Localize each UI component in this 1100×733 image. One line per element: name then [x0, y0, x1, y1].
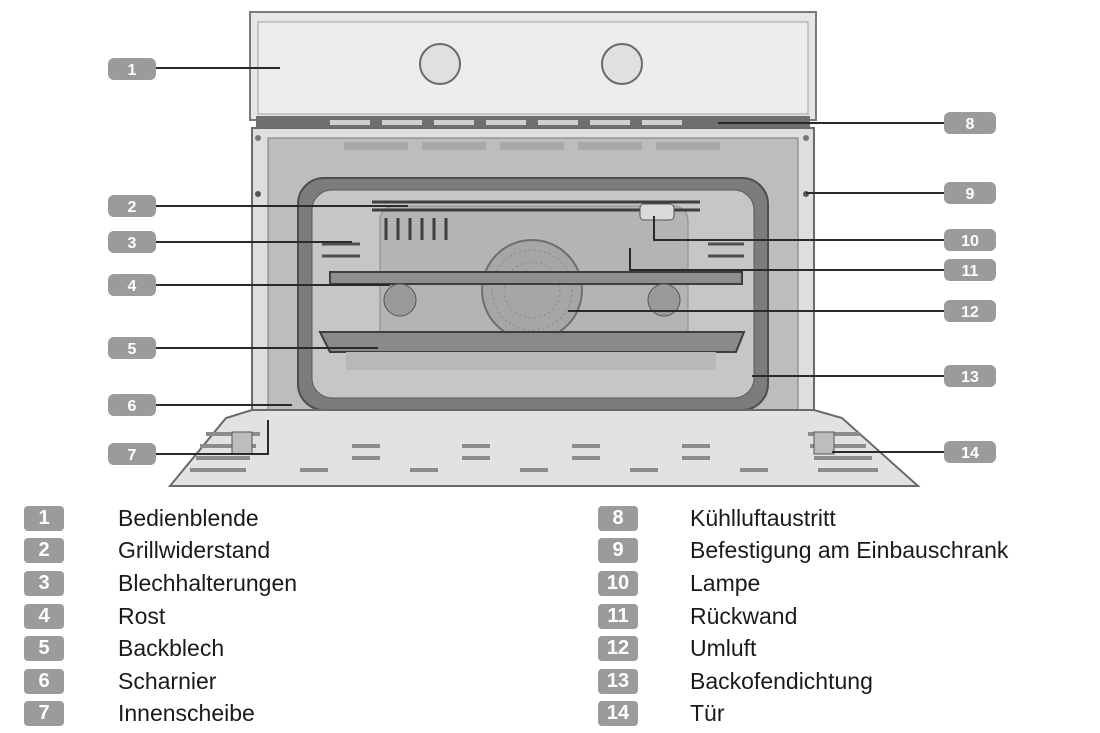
- legend-number: 5: [24, 636, 64, 662]
- callout-badge-3: 3: [108, 231, 156, 253]
- fan-cover: [481, 239, 583, 341]
- legend-label: Backblech: [118, 635, 225, 662]
- legend-label: Kühlluftaustritt: [690, 504, 836, 531]
- legend-label: Lampe: [690, 569, 761, 596]
- hinge-right: [813, 431, 835, 455]
- callout-badge-8: 8: [944, 112, 996, 134]
- leader-lines: [156, 67, 944, 455]
- svg-text:9: 9: [966, 186, 975, 203]
- legend-item-2: 2 Grillwiderstand: [24, 535, 544, 568]
- legend-number: 9: [598, 538, 638, 564]
- svg-text:1: 1: [128, 62, 137, 79]
- oven-diagram: 1 2 3 4 5 6 7 8 9 10 11 12 13 14: [108, 11, 996, 487]
- legend-item-1: 1 Bedienblende: [24, 502, 544, 535]
- svg-text:8: 8: [966, 116, 975, 133]
- legend-number: 2: [24, 538, 64, 564]
- legend-right-column: 8 Kühlluftaustritt 9 Befestigung am Einbau…: [598, 502, 1100, 730]
- baking-tray: [318, 331, 746, 353]
- legend-number: 10: [598, 570, 638, 596]
- legend-number: 7: [24, 701, 64, 727]
- callout-badge-2: 2: [108, 195, 156, 217]
- legend-label: Blechhalterungen: [118, 569, 298, 596]
- legend-item-7: 7 Innenscheibe: [24, 698, 544, 731]
- legend-number: 1: [24, 505, 64, 531]
- knob-right: [601, 43, 643, 85]
- legend-number: 4: [24, 603, 64, 629]
- rack: [329, 271, 743, 285]
- svg-text:2: 2: [128, 199, 137, 216]
- legend-number: 8: [598, 505, 638, 531]
- svg-text:13: 13: [961, 369, 979, 386]
- svg-text:4: 4: [128, 278, 137, 295]
- legend-label: Backofendichtung: [690, 667, 873, 694]
- svg-text:7: 7: [128, 447, 137, 464]
- legend-label: Innenscheibe: [118, 700, 255, 727]
- callout-badge-11: 11: [944, 259, 996, 281]
- callout-badge-5: 5: [108, 337, 156, 359]
- callout-badge-4: 4: [108, 274, 156, 296]
- legend-label: Scharnier: [118, 667, 217, 694]
- legend-number: 12: [598, 636, 638, 662]
- grill-element: [372, 200, 700, 240]
- callout-badge-10: 10: [944, 229, 996, 251]
- svg-text:12: 12: [961, 304, 979, 321]
- svg-text:6: 6: [128, 398, 137, 415]
- svg-text:11: 11: [962, 263, 979, 280]
- callout-badge-14: 14: [944, 441, 996, 463]
- legend-item-5: 5 Backblech: [24, 632, 544, 665]
- legend-number: 6: [24, 668, 64, 694]
- lamp: [639, 203, 675, 221]
- legend-number: 13: [598, 668, 638, 694]
- svg-text:5: 5: [128, 341, 137, 358]
- legend-label: Bedienblende: [118, 504, 259, 531]
- svg-text:10: 10: [961, 233, 979, 250]
- callout-badge-1: 1: [108, 58, 156, 80]
- legend-label: Rückwand: [690, 602, 798, 629]
- oven-illustration: [167, 11, 921, 487]
- svg-text:3: 3: [128, 235, 137, 252]
- legend-label: Befestigung am Einbauschrank: [690, 537, 1009, 564]
- legend-left-column: 1 Bedienblende 2 Grillwiderstand 3 Blechhal…: [24, 502, 544, 730]
- legend-number: 14: [598, 701, 638, 727]
- hinge-left: [231, 431, 253, 455]
- legend-item-8: 8 Kühlluftaustritt: [598, 502, 1100, 535]
- legend-item-4: 4 Rost: [24, 600, 544, 633]
- legend-label: Rost: [118, 602, 166, 629]
- callout-badge-7: 7: [108, 443, 156, 465]
- legend-item-10: 10 Lampe: [598, 567, 1100, 600]
- legend-item-12: 12 Umluft: [598, 632, 1100, 665]
- legend-label: Grillwiderstand: [118, 537, 271, 564]
- oven-door: [167, 409, 921, 487]
- callout-badge-13: 13: [944, 365, 996, 387]
- legend-item-13: 13 Backofendichtung: [598, 665, 1100, 698]
- legend-number: 11: [598, 603, 638, 629]
- legend-item-11: 11 Rückwand: [598, 600, 1100, 633]
- svg-text:14: 14: [961, 445, 979, 462]
- knob-left: [419, 43, 461, 85]
- legend-item-9: 9 Befestigung am Einbauschrank: [598, 535, 1100, 568]
- legend-item-3: 3 Blechhalterungen: [24, 567, 544, 600]
- legend-item-6: 6 Scharnier: [24, 665, 544, 698]
- callout-badge-6: 6: [108, 394, 156, 416]
- cooling-vent: [256, 116, 810, 130]
- legend-item-14: 14 Tür: [598, 698, 1100, 731]
- callout-badge-9: 9: [944, 182, 996, 204]
- callout-badge-12: 12: [944, 300, 996, 322]
- legend-label: Tür: [690, 700, 725, 727]
- legend-number: 3: [24, 570, 64, 596]
- legend-label: Umluft: [690, 635, 757, 662]
